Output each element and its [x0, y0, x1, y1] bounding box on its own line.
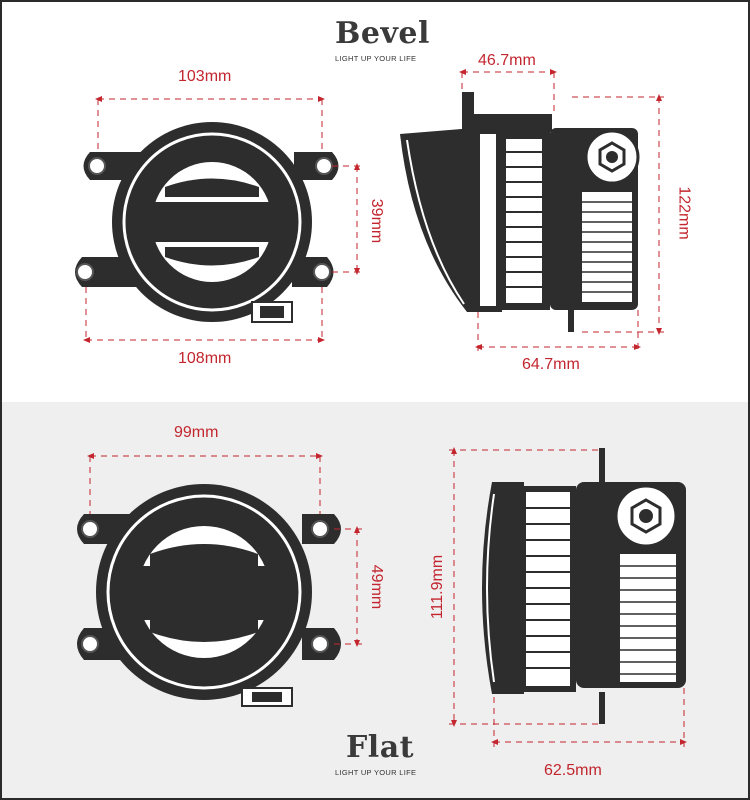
bevel-panel: Bevel LIGHT UP YOUR LIFE 103mm 108mm 39m…: [2, 2, 748, 402]
bevel-side-top-dim: 46.7mm: [478, 52, 536, 69]
flat-side-dimensions: [449, 447, 687, 747]
bevel-side-lamp: [400, 92, 640, 332]
flat-side-lamp: [482, 448, 686, 724]
bevel-title: Bevel: [335, 16, 430, 51]
flat-panel: Flat LIGHT UP YOUR LIFE 99mm 49mm 111.9m…: [2, 402, 748, 798]
bevel-front-top-dim: 103mm: [178, 68, 232, 85]
flat-front-right-dim: 49mm: [368, 564, 386, 610]
flat-drawing: [77, 447, 687, 747]
bevel-drawing: [75, 69, 664, 352]
flat-tagline: LIGHT UP YOUR LIFE: [335, 768, 417, 777]
bevel-front-lamp: [75, 122, 339, 323]
flat-title: Flat: [346, 730, 414, 765]
bevel-side-dimensions: [459, 69, 664, 352]
flat-side-left-dim: 111.9mm: [429, 554, 447, 620]
bevel-side-right-dim: 122mm: [675, 186, 693, 240]
flat-front-lamp: [77, 484, 341, 707]
flat-front-dimensions: [87, 453, 362, 647]
bevel-front-bottom-dim: 108mm: [178, 350, 232, 367]
bevel-side-bottom-dim: 64.7mm: [522, 356, 580, 373]
bevel-front-dimensions: [83, 96, 362, 343]
flat-front-top-dim: 99mm: [174, 424, 219, 441]
bevel-front-right-dim: 39mm: [368, 198, 386, 244]
bevel-tagline: LIGHT UP YOUR LIFE: [335, 54, 417, 63]
flat-side-bottom-dim: 62.5mm: [544, 762, 602, 779]
